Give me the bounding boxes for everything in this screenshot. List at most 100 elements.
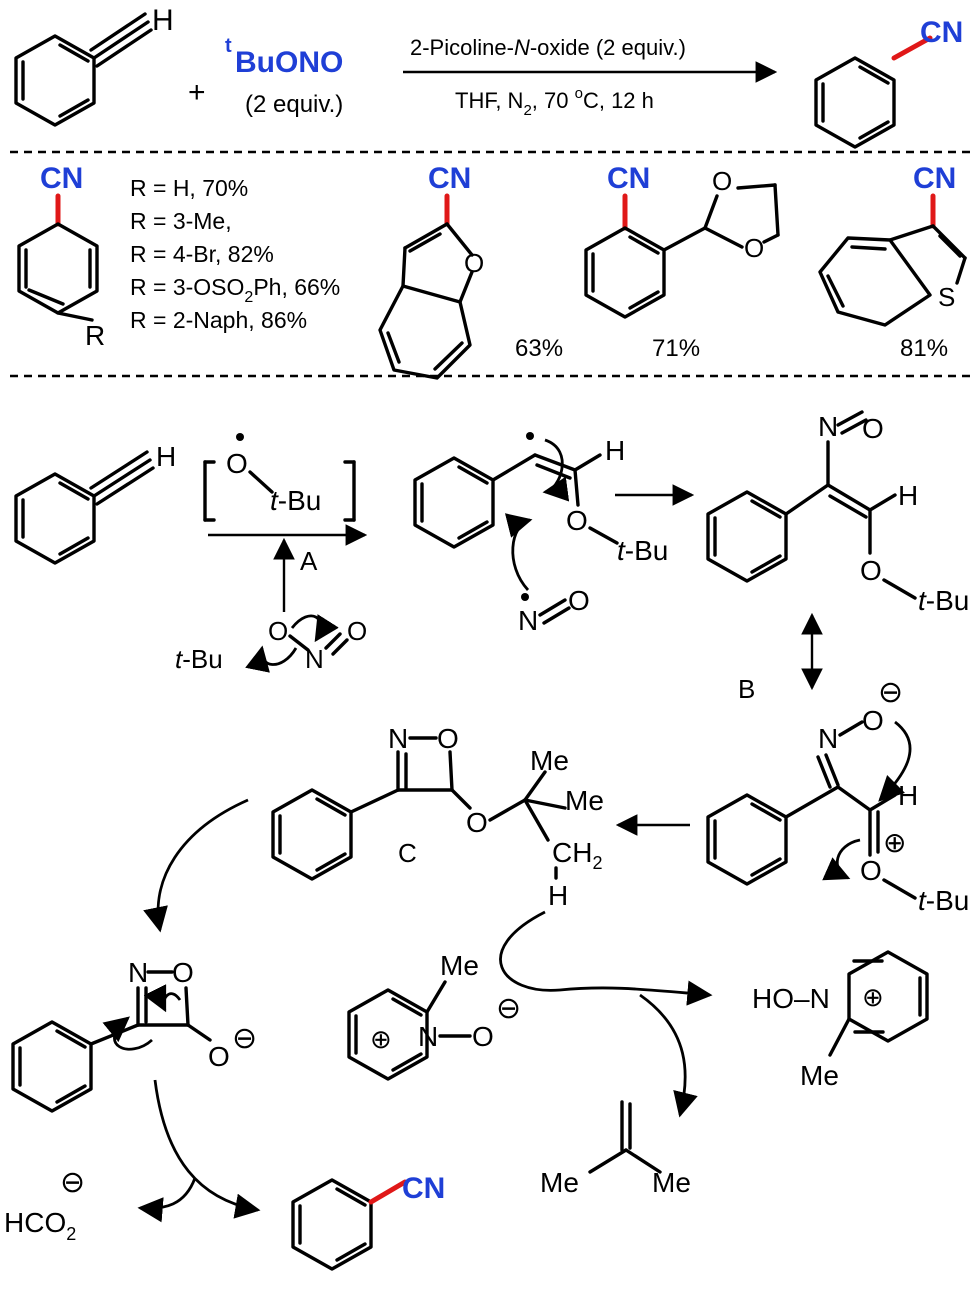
zw-h: H bbox=[898, 780, 918, 811]
reagent-tert-superscript: t bbox=[225, 35, 232, 57]
isobutylene-me2: Me bbox=[652, 1167, 691, 1198]
nitroso-enol-ether: N O H O t-Bu bbox=[706, 410, 969, 616]
radical-tbu: t-Bu bbox=[270, 485, 321, 516]
reaction-conditions: 2-Picoline-N-oxide (2 equiv.) THF, N2, 7… bbox=[403, 35, 778, 119]
condition-line-2: THF, N2, 70 oC, 12 h bbox=[455, 85, 654, 119]
label-c: C bbox=[398, 838, 417, 868]
vinyl-o: O bbox=[566, 505, 588, 536]
reagent-equiv: (2 equiv.) bbox=[245, 91, 343, 118]
reagent-name: BuONO bbox=[235, 46, 343, 79]
arrow-to-formate bbox=[137, 1177, 197, 1223]
nitroso-o: O bbox=[862, 413, 884, 444]
formate-anion: ⊖ HCO2 bbox=[4, 1166, 85, 1244]
zwitterion-b: N O ⊖ H ⊕ O t-Bu bbox=[706, 676, 969, 916]
oxazete-n: N bbox=[388, 723, 408, 754]
frag-minus: ⊖ bbox=[232, 1022, 257, 1055]
final-benzonitrile: CN bbox=[291, 1172, 445, 1271]
picoline-n: N bbox=[418, 1021, 438, 1052]
homolysis-o2: O bbox=[347, 616, 367, 646]
nitroso-ether-o: O bbox=[860, 555, 882, 586]
scope-cn-label: CN bbox=[40, 162, 83, 195]
zw-tbu: t-Bu bbox=[918, 885, 969, 916]
arrow-to-isobutylene bbox=[639, 993, 698, 1118]
formate-label: HCO2 bbox=[4, 1207, 76, 1244]
r-entry-5: R = 2-Naph, 86% bbox=[130, 307, 307, 333]
hydroxy-me: Me bbox=[800, 1060, 839, 1091]
benzofuran-yield: 63% bbox=[515, 335, 563, 362]
picoline-minus: ⊖ bbox=[496, 992, 521, 1025]
dioxolane-yield: 71% bbox=[652, 335, 700, 362]
vinyl-h: H bbox=[605, 435, 625, 466]
picoline-n-oxide: Me ⊕ N O ⊖ bbox=[347, 950, 521, 1081]
dioxolane-o2-label: O bbox=[744, 233, 764, 263]
formate-minus: ⊖ bbox=[60, 1166, 85, 1199]
substituted-benzonitrile: CN R bbox=[17, 162, 105, 351]
nitroso-tbu: t-Bu bbox=[918, 585, 969, 616]
tbuono-homolysis: t-Bu O N O bbox=[175, 614, 367, 674]
phenylacetylene-reactant: H bbox=[14, 4, 174, 127]
hydroxy-picolinium: HO–N ⊕ Me bbox=[752, 950, 929, 1091]
nitric-oxide-radical: N O bbox=[504, 513, 590, 636]
benzofuran-carbonitrile: CN O 63% bbox=[378, 162, 563, 380]
arrow-to-hydroxypyridinium bbox=[499, 910, 713, 1006]
zw-plus: ⊕ bbox=[883, 827, 906, 858]
picoline-me: Me bbox=[440, 950, 479, 981]
r-group-list: R = H, 70% R = 3-Me, R = 4-Br, 82% R = 3… bbox=[130, 175, 340, 333]
dioxolane-o1-label: O bbox=[712, 166, 732, 196]
homolysis-tbu: t-Bu bbox=[175, 644, 223, 674]
r-entry-1: R = H, 70% bbox=[130, 175, 248, 201]
hydroxy-plus: ⊕ bbox=[862, 982, 884, 1012]
benzothiophene-s-label: S bbox=[938, 282, 955, 312]
oxazete-ch2: CH2 bbox=[552, 837, 602, 873]
homolysis-n: N bbox=[305, 644, 324, 674]
benzothiophene-cn-label: CN bbox=[913, 162, 956, 195]
isobutylene: Me Me bbox=[540, 1100, 691, 1198]
oxazete-me2: Me bbox=[565, 785, 604, 816]
label-a: A bbox=[300, 546, 318, 576]
alkyne-h-label: H bbox=[152, 4, 174, 37]
mech-alkyne-h: H bbox=[156, 441, 176, 472]
zw-minus: ⊖ bbox=[878, 676, 903, 709]
picoline-o: O bbox=[472, 1021, 494, 1052]
vinyl-radical: H O t-Bu bbox=[413, 432, 668, 566]
homolysis-o: O bbox=[268, 616, 288, 646]
benzofuran-cn-label: CN bbox=[428, 162, 471, 195]
final-cn-label: CN bbox=[402, 1172, 445, 1205]
frag-o: O bbox=[172, 957, 194, 988]
nitroso-n: N bbox=[818, 411, 838, 442]
r-entry-4: R = 3-OSO2Ph, 66% bbox=[130, 274, 340, 306]
frag-n: N bbox=[128, 957, 148, 988]
nitroso-h: H bbox=[898, 480, 918, 511]
r-entry-2: R = 3-Me, bbox=[130, 208, 232, 234]
no-n: N bbox=[518, 605, 538, 636]
vinyl-tbu: t-Bu bbox=[617, 535, 668, 566]
mechanism-phenylacetylene: H bbox=[14, 441, 176, 565]
zw-n: N bbox=[818, 723, 838, 754]
no-o: O bbox=[568, 585, 590, 616]
fragmenting-oxazete: N O O ⊖ bbox=[11, 957, 257, 1113]
radical-o: O bbox=[226, 448, 248, 479]
tbuo-radical-bracket: O t-Bu A bbox=[203, 433, 368, 612]
product-cn-label: CN bbox=[920, 16, 963, 49]
label-b: B bbox=[738, 674, 755, 704]
oxazete-h: H bbox=[548, 880, 568, 911]
benzonitrile-product: CN bbox=[814, 16, 963, 149]
frag-oxide-o: O bbox=[208, 1041, 230, 1072]
arrow-to-final-product bbox=[153, 1079, 261, 1219]
r-entry-3: R = 4-Br, 82% bbox=[130, 241, 274, 267]
picoline-plus: ⊕ bbox=[370, 1024, 392, 1054]
oxazete-me1: Me bbox=[530, 745, 569, 776]
oxazete-ether-o: O bbox=[466, 807, 488, 838]
zw-ether-o: O bbox=[860, 855, 882, 886]
isobutylene-me1: Me bbox=[540, 1167, 579, 1198]
plus-sign: + bbox=[188, 76, 206, 109]
dioxolane-cn-label: CN bbox=[607, 162, 650, 195]
hydroxy-n-label: HO–N bbox=[752, 983, 830, 1014]
condition-line-1: 2-Picoline-N-oxide (2 equiv.) bbox=[410, 35, 686, 60]
arrow-to-fragmentation bbox=[143, 798, 249, 933]
zw-o: O bbox=[862, 705, 884, 736]
oxazete-o: O bbox=[437, 723, 459, 754]
benzofuran-o-label: O bbox=[464, 248, 484, 278]
benzothiophene-yield: 81% bbox=[900, 335, 948, 362]
